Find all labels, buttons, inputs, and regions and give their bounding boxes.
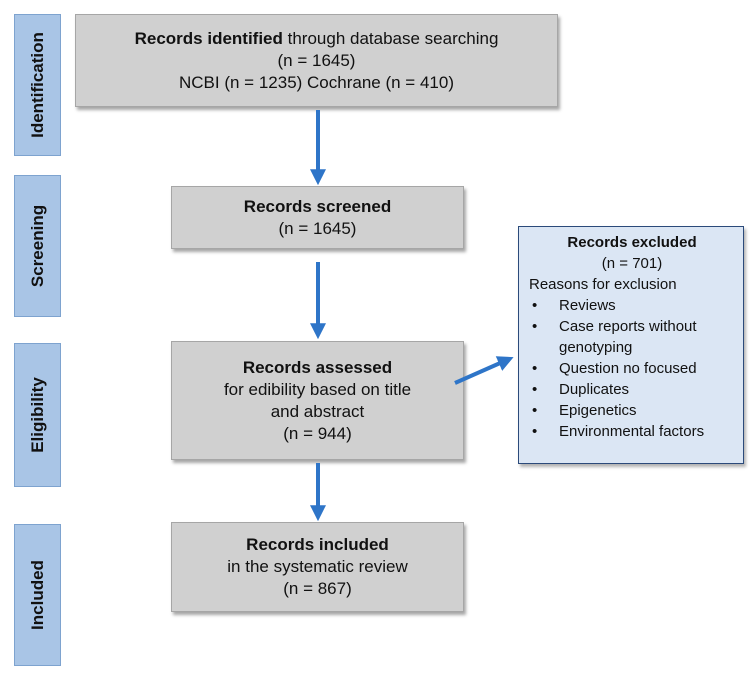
- screening-box: Records screened (n = 1645): [171, 186, 464, 249]
- excluded-title: Records excluded: [567, 234, 697, 251]
- exclusion-reasons-list: Reviews Case reports without genotyping …: [529, 295, 735, 442]
- identification-count: (n = 1645): [277, 50, 356, 70]
- exclusion-reason: Reviews: [529, 295, 735, 316]
- included-title: Records included: [246, 535, 389, 554]
- identification-subtitle: through database searching: [282, 28, 499, 48]
- exclusion-reason: Duplicates: [529, 379, 735, 400]
- excluded-count: (n = 701): [601, 255, 663, 272]
- identification-sources: NCBI (n = 1235) Cochrane (n = 410): [179, 72, 454, 92]
- identification-box: Records identified through database sear…: [75, 14, 558, 107]
- eligibility-line3: and abstract: [270, 401, 365, 421]
- identification-title: Records identified: [134, 28, 283, 48]
- stage-identification: Identification: [14, 14, 61, 156]
- included-line2: in the systematic review: [227, 557, 408, 576]
- stage-included: Included: [14, 524, 61, 666]
- screening-count: (n = 1645): [278, 218, 357, 238]
- eligibility-line2: for edibility based on title: [223, 379, 412, 399]
- exclusion-reason: Question no focused: [529, 358, 735, 379]
- exclusion-reason: Case reports without genotyping: [529, 316, 735, 358]
- exclusion-reasons-label: Reasons for exclusion: [529, 276, 677, 293]
- included-box: Records included in the systematic revie…: [171, 522, 464, 612]
- stage-eligibility: Eligibility: [14, 343, 61, 487]
- arrow-eligibility-to-excluded: [454, 356, 514, 385]
- exclusion-reason: Epigenetics: [529, 400, 735, 421]
- exclusion-reason: Environmental factors: [529, 421, 735, 442]
- eligibility-box: Records assessed for edibility based on …: [171, 341, 464, 460]
- included-count: (n = 867): [283, 579, 352, 598]
- stage-screening: Screening: [14, 175, 61, 317]
- eligibility-title: Records assessed: [242, 357, 393, 377]
- eligibility-count: (n = 944): [283, 423, 352, 443]
- screening-title: Records screened: [243, 196, 392, 216]
- excluded-box: Records excluded (n = 701) Reasons for e…: [518, 226, 744, 464]
